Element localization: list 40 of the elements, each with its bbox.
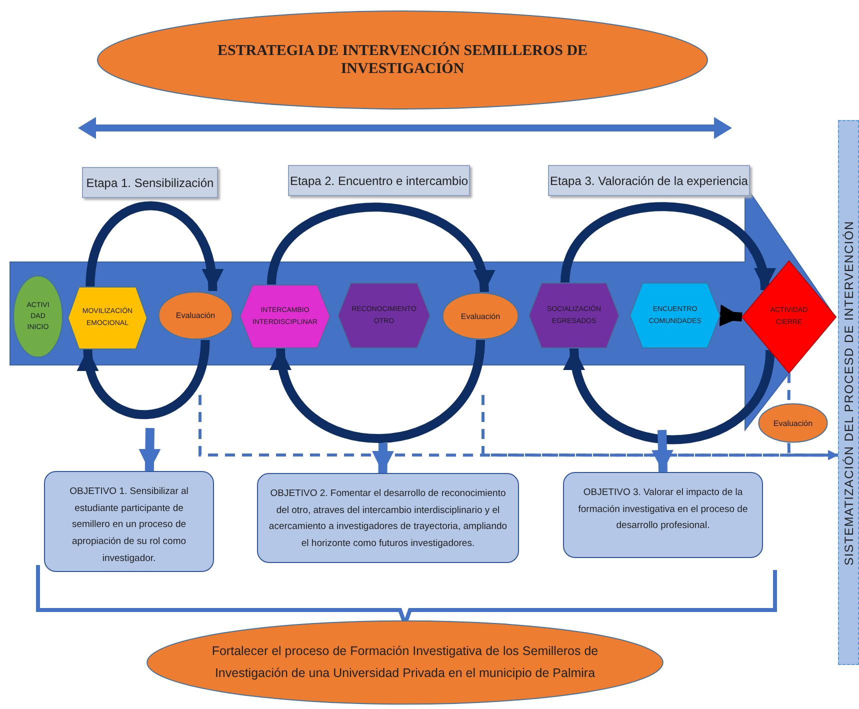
stage-header	[548, 165, 750, 196]
curved-arrow	[272, 339, 485, 443]
side-panel	[838, 120, 859, 665]
node-label: Etapa 1. Sensibilización	[86, 176, 214, 190]
objective-card	[257, 473, 519, 563]
objective-card	[563, 472, 763, 558]
curved-arrow	[79, 340, 210, 420]
decision-diamond	[742, 261, 836, 373]
heading-text: Fortalecer el proceso de Formación Investigativa de los Semilleros de Investigación de una Universidad Privada en el municipio de Palmira	[212, 644, 598, 680]
curved-arrow	[86, 201, 222, 292]
arrow	[138, 428, 161, 472]
process-hexagon	[338, 283, 430, 348]
curved-arrow	[566, 347, 775, 444]
process-hexagon	[240, 285, 330, 348]
node-label: SISTEMATIZACIÓN DEL PROCESD DE INTERVENCIÓN	[842, 220, 856, 565]
stage-header	[82, 167, 218, 198]
node-label: Evaluación	[773, 418, 813, 428]
goal-ellipse	[145, 620, 665, 705]
node-label: OBJETIVO 1. Sensibilizar al estudiante participante de semillero en un proceso de apropiación de su rol como investigador.	[70, 486, 188, 564]
node-label: OBJETIVO 2. Fomentar el desarrollo de reconocimiento del otro, atraves del intercambio interdisciplinario y el acercamiento a investigadores de trayectoria, ampliando el horizonte como futuros investigadores.	[268, 488, 508, 549]
evaluation-ellipse	[758, 403, 828, 443]
arrow	[372, 442, 394, 474]
arrow	[651, 430, 674, 472]
node-label: OBJETIVO 3. Valorar el impacto de la formación investigativa en el proceso de desarrollo profesional.	[578, 487, 748, 532]
node-label: Etapa 3. Valoración de la experiencia	[550, 174, 748, 188]
node-label: Evaluación	[176, 311, 216, 320]
heading-text: ESTRATEGIA DE INTERVENCIÓN SEMILLEROS DE INVESTIGACIÓN	[217, 43, 588, 77]
start-ellipse	[13, 275, 63, 358]
process-hexagon	[630, 283, 720, 348]
node-label: Etapa 2. Encuentro e intercambio	[290, 174, 468, 188]
evaluation-ellipse	[158, 291, 233, 340]
node-label: Evaluación	[460, 312, 500, 320]
evaluation-ellipse	[442, 292, 519, 340]
process-hexagon	[529, 283, 619, 348]
stage-header	[288, 165, 470, 196]
arrow	[719, 304, 742, 326]
objective-card	[44, 471, 214, 572]
title-ellipse	[95, 10, 710, 110]
process-hexagon	[68, 287, 147, 349]
dashed-arrow	[787, 442, 838, 460]
